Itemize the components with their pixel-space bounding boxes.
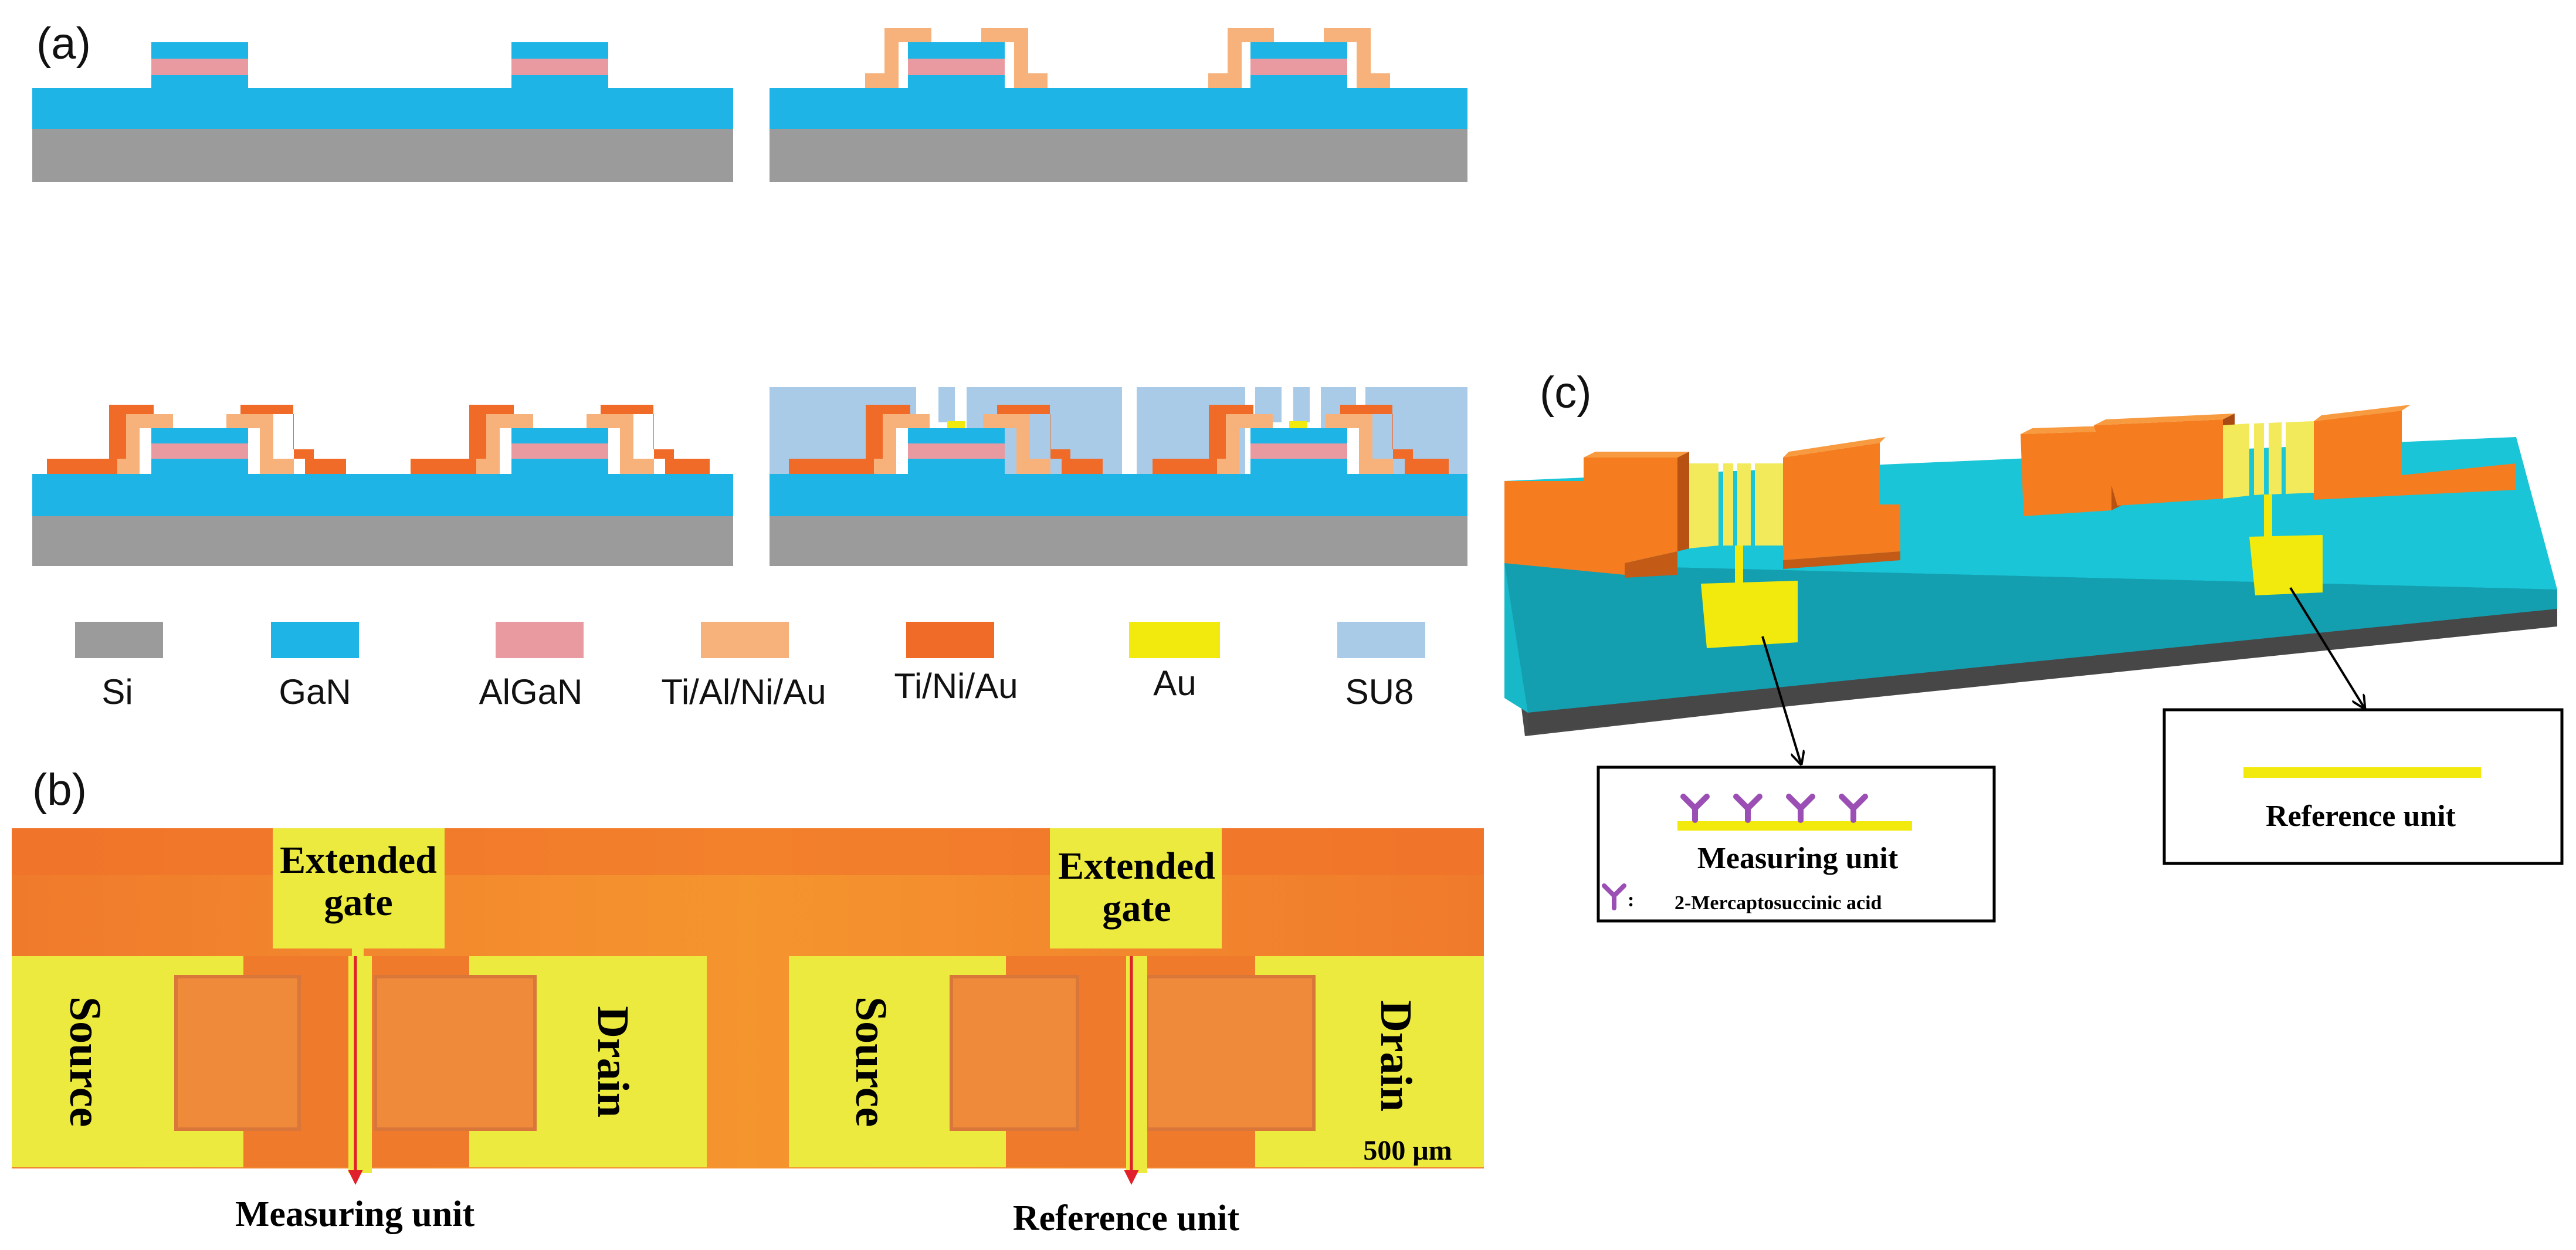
extended-gate-label-left-2: gate	[324, 881, 392, 924]
device-schematic-3d	[1504, 405, 2557, 736]
micrograph: Extended gate Extended gate Source Sourc…	[12, 828, 1484, 1185]
legend-item-algan: AlGaN	[479, 622, 584, 712]
drain-label-right: Drain	[1371, 1000, 1421, 1112]
panel-a: (a)	[32, 19, 1467, 712]
inset-reference-unit-label: Reference unit	[2266, 800, 2456, 833]
legend-item-au: Au	[1129, 622, 1220, 703]
reference-unit-arrow	[2289, 587, 2364, 707]
material-legend: Si GaN AlGaN Ti/Al/Ni/Au Ti/Ni/Au Au	[75, 622, 1425, 712]
measuring-unit-caption: Measuring unit	[235, 1194, 475, 1234]
molecule-legend-label: 2-Mercaptosuccinic acid	[1675, 892, 1882, 914]
legend-item-si: Si	[75, 622, 163, 712]
reference-unit-caption: Reference unit	[1013, 1198, 1240, 1238]
extended-gate-label-right-1: Extended	[1058, 845, 1215, 887]
legend-item-gan: GaN	[271, 622, 359, 712]
extended-gate-label-right-2: gate	[1102, 887, 1171, 930]
process-step-1	[32, 42, 733, 182]
panel-c-label: (c)	[1540, 368, 1592, 418]
legend-label-algan: AlGaN	[479, 672, 583, 712]
scale-bar-label: 500 μm	[1363, 1135, 1452, 1166]
panel-b-label: (b)	[32, 765, 87, 815]
legend-label-tialniau: Ti/Al/Ni/Au	[661, 672, 826, 712]
molecule-legend-icon	[1602, 883, 1626, 910]
panel-a-label: (a)	[36, 19, 91, 69]
panel-c: (c)	[1504, 368, 2564, 923]
process-step-3	[32, 405, 733, 566]
molecule-icon	[1680, 794, 1868, 823]
legend-item-tialniau: Ti/Al/Ni/Au	[661, 622, 826, 712]
measuring-unit-arrow	[1761, 636, 1801, 763]
reference-unit-inset: Reference unit	[2163, 708, 2564, 865]
legend-label-su8: SU8	[1345, 672, 1414, 712]
extended-gate-label-left-1: Extended	[280, 839, 437, 882]
process-step-4	[770, 387, 1467, 566]
measuring-unit-inset: Measuring unit : 2-Mercaptosuccinic acid	[1597, 765, 1996, 923]
source-label-right: Source	[846, 997, 896, 1127]
process-step-2	[770, 28, 1467, 182]
panel-b: (b) Extended gate	[12, 765, 1484, 1238]
source-label-left: Source	[60, 997, 110, 1127]
drain-label-left: Drain	[588, 1006, 638, 1117]
legend-item-tiniau: Ti/Ni/Au	[894, 622, 1018, 706]
legend-label-gan: GaN	[279, 672, 351, 712]
molecule-legend-prefix: :	[1628, 889, 1634, 911]
legend-item-su8: SU8	[1337, 622, 1425, 712]
legend-label-au: Au	[1153, 663, 1196, 703]
inset-measuring-unit-label: Measuring unit	[1697, 842, 1899, 875]
legend-label-tiniau: Ti/Ni/Au	[894, 666, 1018, 706]
legend-label-si: Si	[101, 672, 133, 712]
